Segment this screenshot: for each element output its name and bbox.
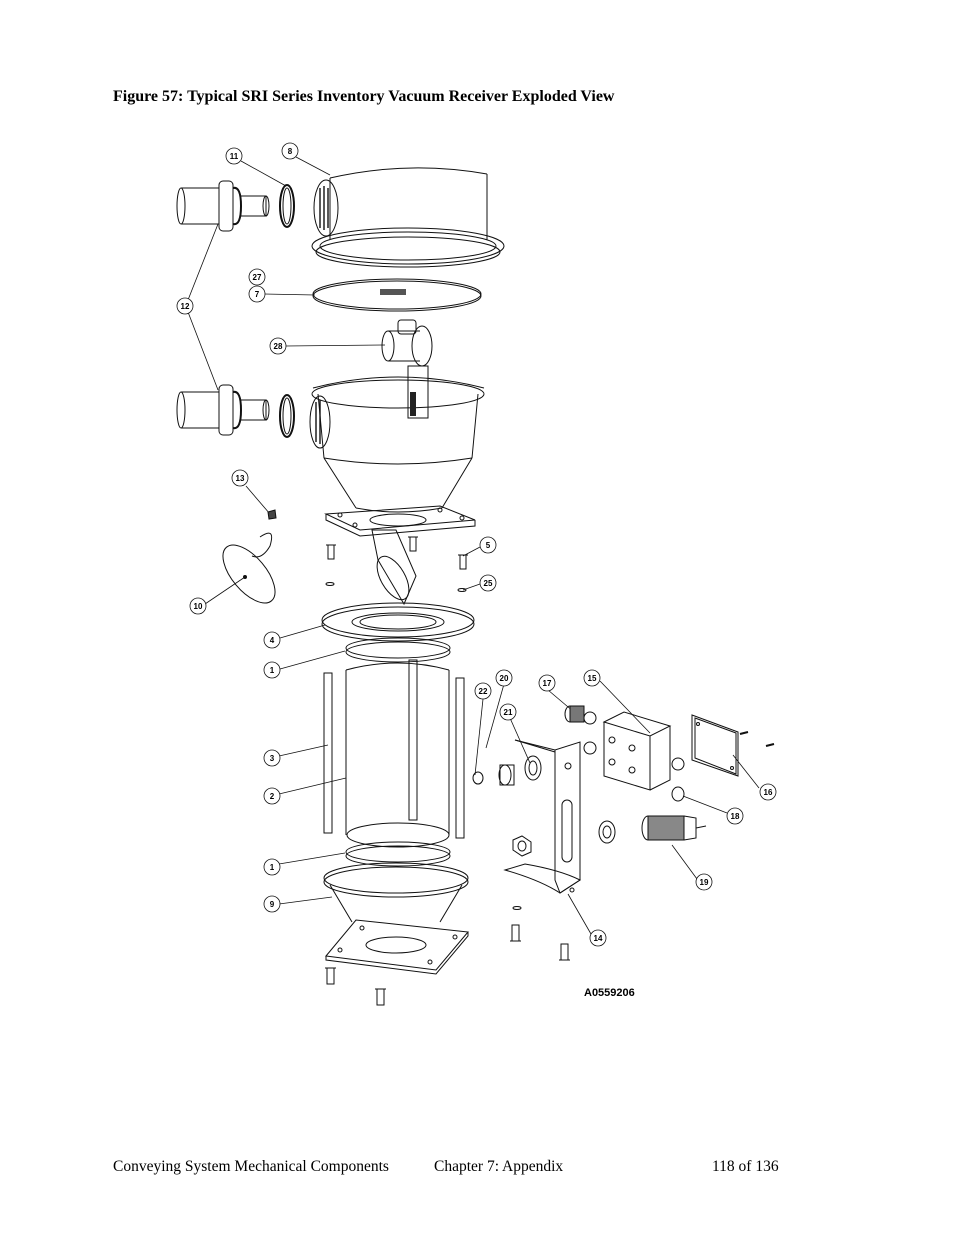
part-15-junction-box: [583, 711, 685, 791]
hardware-bolts-lower: [325, 906, 570, 1006]
part-18-grommet: [671, 786, 685, 802]
part-20-21-fittings: [472, 755, 542, 786]
callout-label: 15: [588, 674, 597, 683]
callout-label: 28: [274, 342, 283, 351]
callout-label: 22: [479, 687, 488, 696]
leader-lines: [187, 156, 760, 935]
callout-label: 20: [500, 674, 509, 683]
part-13-clip: [267, 509, 277, 520]
callout-label: 2: [270, 792, 275, 801]
callout-label: 1: [270, 863, 275, 872]
hopper-body: [309, 365, 485, 513]
callout-bubble: [495, 669, 513, 687]
figure-title: Figure 57: Typical SRI Series Inventory …: [113, 88, 615, 105]
callout-bubble: [479, 574, 497, 592]
callout-label: 8: [288, 147, 293, 156]
callout-label: 4: [270, 636, 275, 645]
callout-label: 21: [504, 708, 513, 717]
part-1-seal-upper: [345, 637, 451, 663]
callout-bubble: [263, 787, 281, 805]
callout-bubble: [583, 669, 601, 687]
part-16-cover-plate: [691, 714, 775, 777]
callout-label: 12: [181, 302, 190, 311]
callout-bubble: [726, 807, 744, 825]
callout-bubble: [176, 297, 194, 315]
part-14-bracket: [503, 739, 582, 894]
callout-bubble: [474, 682, 492, 700]
callout-label: 1: [270, 666, 275, 675]
part-1-seal-lower: [345, 841, 451, 867]
callout-bubble: [189, 597, 207, 615]
part-9-bottom-cone: [323, 862, 469, 975]
callout-bubble: [231, 469, 249, 487]
callout-bubble: [248, 268, 266, 286]
callout-bubble: [248, 285, 266, 303]
callout-label: 16: [764, 788, 773, 797]
callout-label: 18: [731, 812, 740, 821]
part-8-lid: [311, 167, 505, 268]
callout-label: 5: [486, 541, 491, 550]
callout-label: 11: [230, 152, 239, 161]
callout-bubble: [695, 873, 713, 891]
footer-section-title: Conveying System Mechanical Components: [113, 1158, 389, 1175]
callout-label: 10: [194, 602, 203, 611]
hardware-bolts-upper: [325, 536, 468, 592]
part-11-gasket: [279, 184, 295, 228]
callout-bubble: [269, 337, 287, 355]
part-17-sensor: [564, 705, 597, 725]
callout-bubble: [225, 147, 243, 165]
hopper-flange: [324, 505, 476, 537]
part-3-tie-rods: [323, 659, 465, 839]
callout-bubble: [538, 674, 556, 692]
part-19-connector: [598, 815, 707, 844]
callout-bubble: [263, 858, 281, 876]
callout-bubble: [263, 631, 281, 649]
callout-label: 19: [700, 878, 709, 887]
callout-bubbles: [176, 142, 777, 947]
callout-label: 27: [253, 273, 262, 282]
footer-page-number: 118 of 136: [712, 1158, 779, 1175]
callout-label: 14: [594, 934, 603, 943]
callout-bubble: [589, 929, 607, 947]
hardware-nut: [512, 835, 532, 857]
part-12-fitting-top: [176, 180, 270, 232]
part-12-fitting-bottom: [176, 384, 270, 436]
callout-label: 7: [255, 290, 260, 299]
part-28-filter-element: [381, 319, 433, 367]
callout-label: 9: [270, 900, 275, 909]
part-11-gasket-lower: [279, 394, 295, 438]
part-10-discharge-flap: [222, 529, 417, 606]
callout-bubble: [759, 783, 777, 801]
callout-bubble: [263, 661, 281, 679]
callout-bubble: [479, 536, 497, 554]
callout-label: 3: [270, 754, 275, 763]
drawing-number: A0559206: [584, 987, 635, 999]
part-4-top-flange: [321, 602, 475, 642]
callout-bubble: [263, 749, 281, 767]
callout-bubble: [499, 703, 517, 721]
part-2-tube: [345, 662, 450, 848]
callout-labels: 8 11 12 27 7 28 13 5 25 10 4 1 3 2 22 20…: [181, 147, 773, 943]
callout-bubble: [281, 142, 299, 160]
footer-chapter: Chapter 7: Appendix: [434, 1158, 564, 1175]
callout-label: 25: [484, 579, 493, 588]
callout-label: 13: [236, 474, 245, 483]
callout-label: 17: [543, 679, 552, 688]
callout-bubble: [263, 895, 281, 913]
part-7-filter-plate: [312, 278, 482, 312]
